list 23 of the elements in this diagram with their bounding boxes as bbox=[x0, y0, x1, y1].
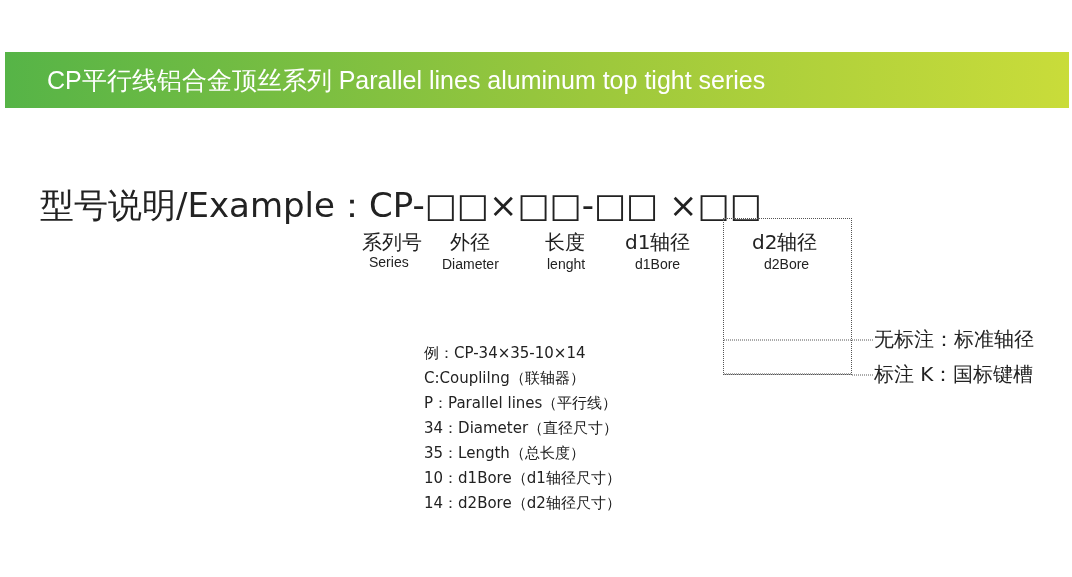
legend-note: 34：Diameter（直径尺寸） bbox=[424, 419, 619, 438]
example-code: 例：CP-34×35-10×14 bbox=[424, 344, 586, 363]
banner-title: CP平行线铝合金顶丝系列 Parallel lines aluminum top tight series bbox=[47, 65, 766, 96]
legend-note: 10：d1Bore（d1轴径尺寸） bbox=[424, 469, 621, 488]
code-part-label: 外径 bbox=[450, 229, 490, 256]
code-part-label: d2轴径 bbox=[752, 229, 818, 256]
code-part-label: lenght bbox=[547, 256, 586, 272]
code-part-label: d1轴径 bbox=[625, 229, 691, 256]
legend-note: C:Couplilng（联轴器） bbox=[424, 369, 585, 388]
code-part-label: 长度 bbox=[545, 229, 585, 256]
legend-note: P：Parallel lines（平行线） bbox=[424, 394, 618, 413]
option-label: 标注 K：国标键槽 bbox=[874, 361, 1049, 387]
legend-note: 35：Length（总长度） bbox=[424, 444, 585, 463]
legend-note: 14：d2Bore（d2轴径尺寸） bbox=[424, 494, 621, 513]
code-part-label: Series bbox=[369, 254, 409, 270]
model-code-heading: 型号说明/Example：CP-□□×□□-□□ ×□□ bbox=[40, 184, 762, 227]
code-part-label: d1Bore bbox=[635, 256, 681, 272]
code-part-label: d2Bore bbox=[764, 256, 810, 272]
leader-line bbox=[851, 374, 875, 376]
code-part-label: 系列号 bbox=[362, 229, 422, 256]
leader-line bbox=[851, 339, 875, 341]
option-label: 无标注：标准轴径 bbox=[874, 326, 1049, 352]
code-part-label: Diameter bbox=[442, 256, 499, 272]
